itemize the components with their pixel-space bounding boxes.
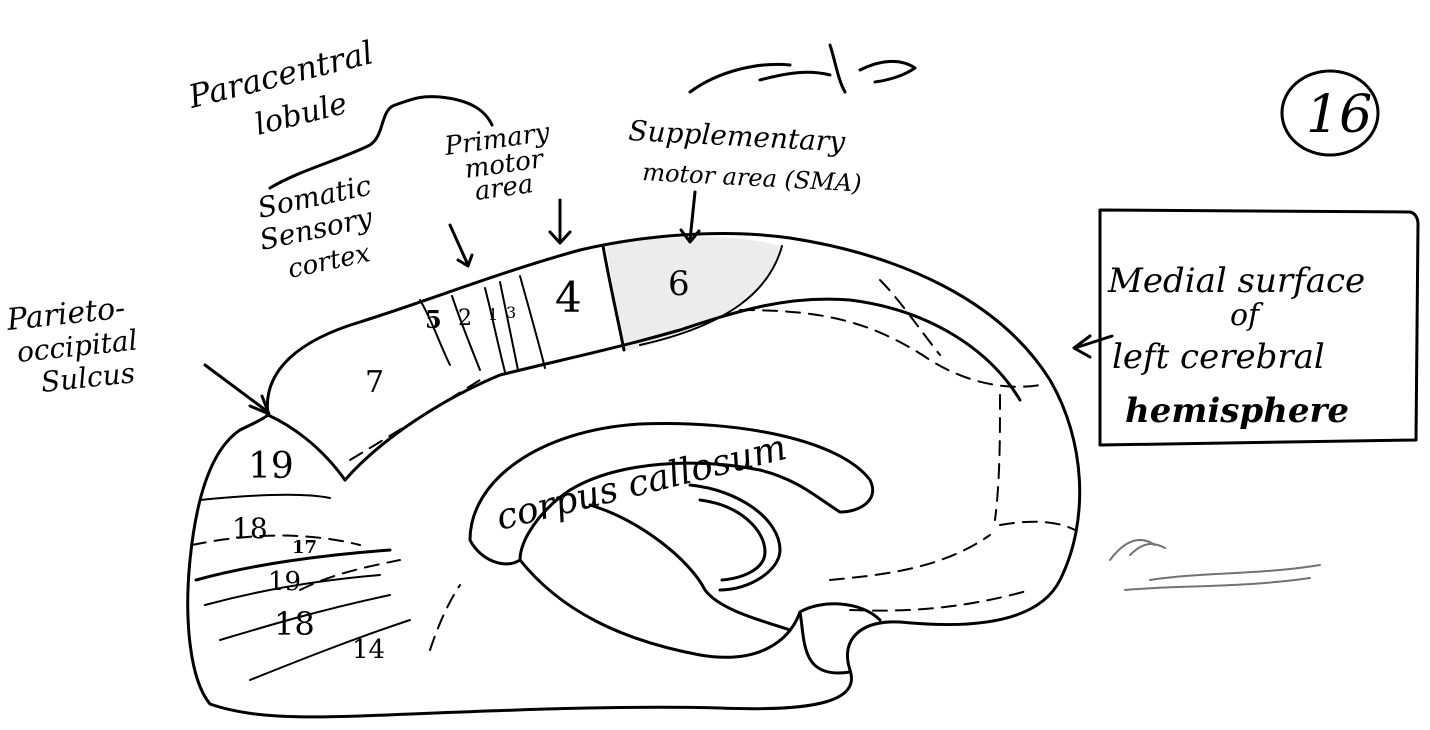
line-3-4 bbox=[520, 276, 545, 368]
boundary-frontal-2 bbox=[880, 280, 940, 355]
signature-mark bbox=[690, 45, 915, 92]
area-19-top-label: 19 bbox=[248, 446, 294, 487]
medial-label-line4: hemisphere bbox=[1125, 391, 1349, 431]
sma-label-line2: motor area (SMA) bbox=[642, 158, 863, 197]
area-2-label: 2 bbox=[458, 306, 472, 331]
page-number: 16 bbox=[1306, 85, 1372, 145]
boundary-frontal-4 bbox=[1000, 522, 1075, 530]
area-3-label: 3 bbox=[506, 303, 516, 322]
boundary-temporal bbox=[430, 585, 460, 650]
band-18-17a bbox=[192, 536, 360, 545]
medial-label-line1: Medial surface bbox=[1107, 261, 1365, 301]
area-5-label: 5 bbox=[425, 305, 442, 334]
area-19-bottom-label: 19 bbox=[268, 567, 301, 597]
boundary-frontal-1 bbox=[740, 310, 1040, 387]
area-1-label: 1 bbox=[488, 305, 498, 324]
area-18-top-label: 18 bbox=[232, 512, 268, 545]
band-19-18 bbox=[200, 495, 330, 500]
smudge-mark bbox=[1110, 540, 1320, 590]
brainstem-cut bbox=[800, 612, 850, 673]
sma-label-line1: Supplementary bbox=[628, 114, 848, 158]
fornix-inner-curve bbox=[700, 500, 765, 580]
diencephalon-outline bbox=[520, 560, 880, 657]
boundary-occipital bbox=[300, 560, 400, 590]
area-17-label: 17 bbox=[292, 537, 317, 558]
area-7-label: 7 bbox=[365, 365, 384, 400]
boundary-orbital bbox=[830, 535, 990, 580]
medial-label-line2: of bbox=[1230, 298, 1264, 333]
area-6-label: 6 bbox=[668, 264, 690, 304]
area-18-bottom-label: 18 bbox=[274, 605, 315, 643]
area-6-shading bbox=[606, 237, 780, 352]
boundary-frontal-3 bbox=[995, 395, 1000, 520]
line-1-3 bbox=[500, 282, 518, 370]
medial-label-line3: left cerebral bbox=[1112, 337, 1325, 377]
arrow-parieto bbox=[205, 365, 268, 412]
area-14-label: 14 bbox=[352, 635, 385, 665]
thalamus-line bbox=[590, 505, 790, 630]
line-2-1 bbox=[485, 288, 505, 372]
boundary-orbital-2 bbox=[850, 590, 1030, 611]
corpus-callosum-label: corpus callosum bbox=[492, 427, 790, 539]
area-4-label: 4 bbox=[555, 273, 582, 322]
